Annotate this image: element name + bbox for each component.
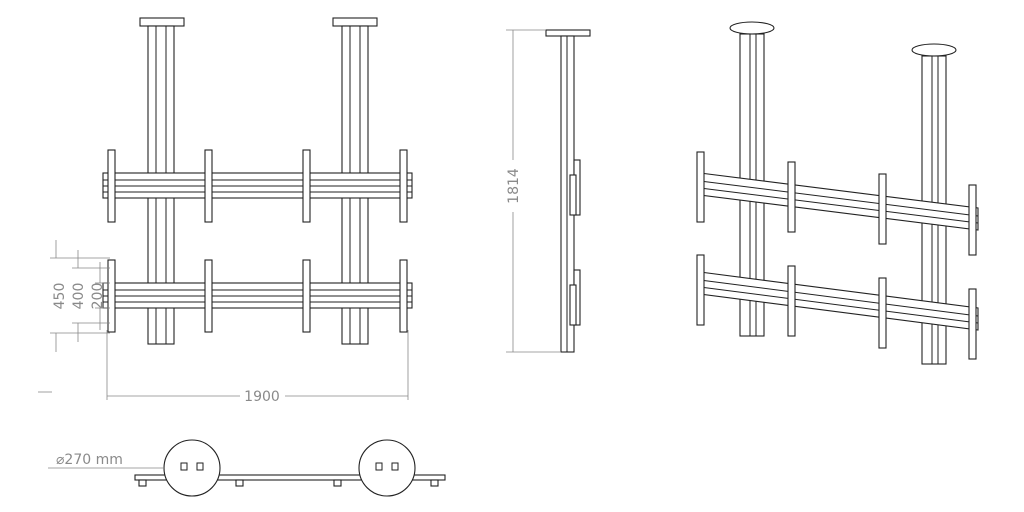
side-view [506, 29, 591, 353]
dimension-1814-label: 1814 [506, 168, 522, 204]
ceiling-plate-right [358, 439, 416, 497]
ceiling-plate [139, 17, 378, 27]
rail-top [102, 172, 413, 199]
dimension-450-label: 450 [52, 283, 68, 310]
dimension-200-label: 200 [90, 283, 106, 310]
front-view [102, 17, 413, 345]
vertical-dimensions [38, 240, 110, 393]
dimension-1900-label: 1900 [244, 389, 280, 405]
ceiling-plate-left [163, 439, 221, 497]
width-dimension [106, 330, 409, 400]
display-bracket [107, 149, 408, 333]
plan-view [48, 439, 446, 497]
rail-bottom [102, 282, 413, 309]
isometric-view [696, 21, 979, 365]
plate-diameter-label: ⌀270 mm [56, 452, 123, 468]
dimension-400-label: 400 [71, 283, 87, 310]
